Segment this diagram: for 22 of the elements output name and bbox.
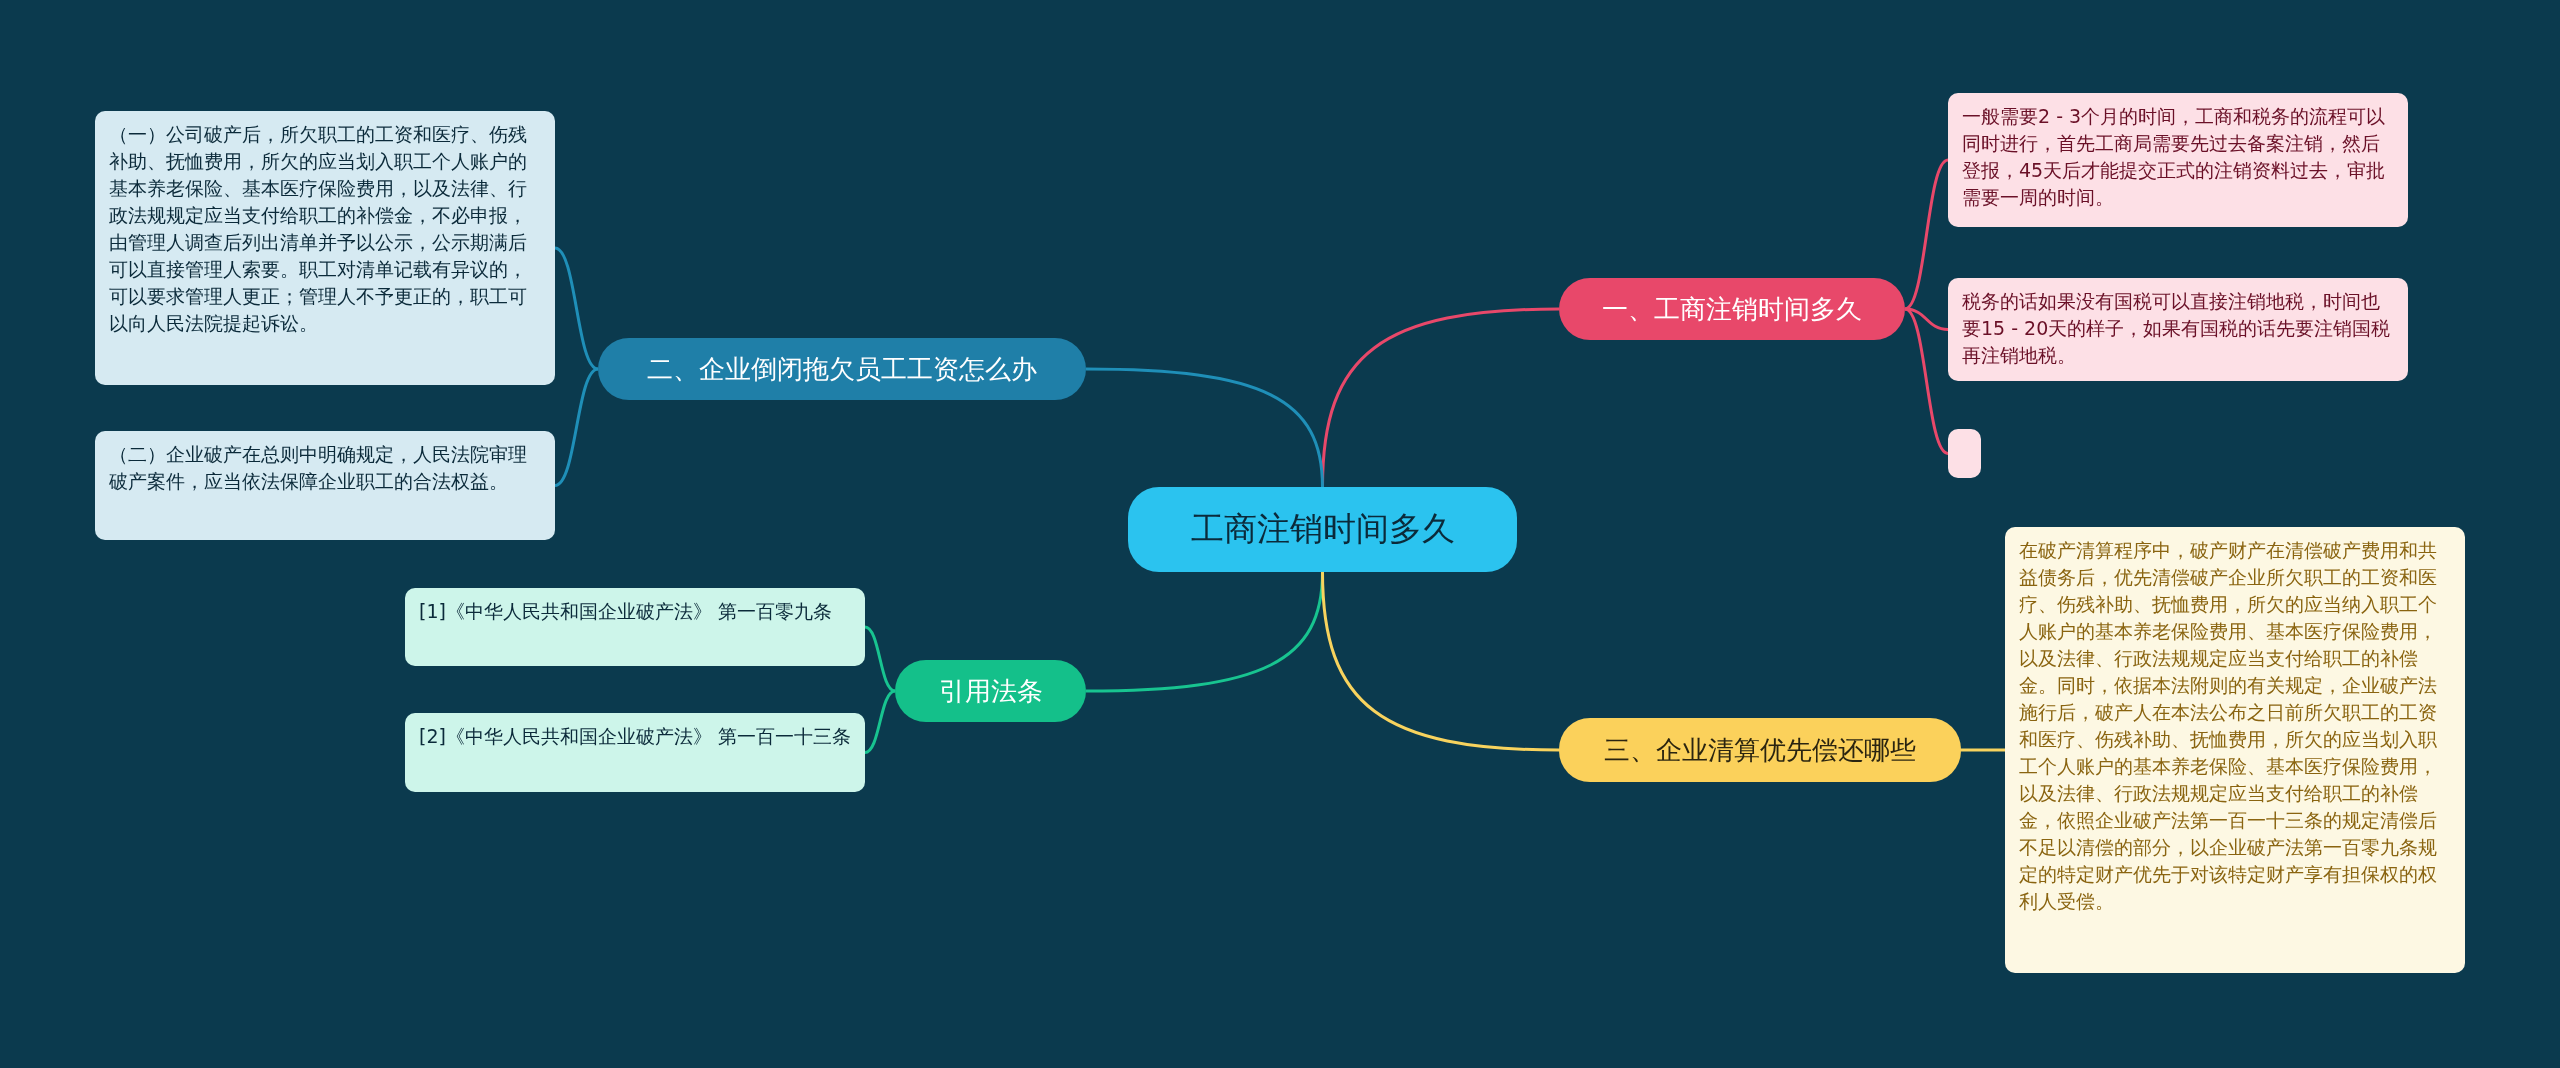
branch-topic: 一、工商注销时间多久 (1559, 278, 1905, 340)
note-card: （一）公司破产后，所欠职工的工资和医疗、伤残补助、抚恤费用，所欠的应当划入职工个人账户的基本养老保险、基本医疗保险费用，以及法律、行政法规规定应当支付给职工的补偿金，不必申报，由管理人调查后列出清单并予以公示，公示期满后可以直接管理人索要。职工对清单记载有异议的，可以要求管理人更正；管理人不予更正的，职工可以向人民法院提起诉讼。 (95, 111, 555, 385)
reference-card: [1]《中华人民共和国企业破产法》 第一百零九条 (405, 588, 865, 666)
connector (1085, 367, 1324, 488)
connector (864, 689, 896, 754)
connector (1321, 571, 1560, 752)
branch-topic: 引用法条 (895, 660, 1086, 722)
central-topic: 工商注销时间多久 (1128, 487, 1517, 572)
note-card: （二）企业破产在总则中明确规定，人民法院审理破产案件，应当依法保障企业职工的合法权益。 (95, 431, 555, 540)
note-card: 在破产清算程序中，破产财产在清偿破产费用和共益债务后，优先清偿破产企业所欠职工的工资和医疗、伤残补助、抚恤费用，所欠的应当纳入职工个人账户的基本养老保险费用、基本医疗保险费用，以及法律、行政法规规定应当支付给职工的补偿金。同时，依据本法附则的有关规定，企业破产法施行后，破产人在本法公布之日前所欠职工的工资和医疗、伤残补助、抚恤费用，所欠的应当划入职工个人账户的基本养老保险、基本医疗保险费用，以及法律、行政法规规定应当支付给职工的补偿金，依照企业破产法第一百一十三条的规定清偿后不足以清偿的部分，以企业破产法第一百零九条规定的特定财产优先于对该特定财产享有担保权的权利人受偿。 (2005, 527, 2465, 973)
reference-card: [2]《中华人民共和国企业破产法》 第一百一十三条 (405, 713, 865, 792)
note-card: 税务的话如果没有国税可以直接注销地税，时间也要15 - 20天的样子，如果有国税的话先要注销国税再注销地税。 (1948, 278, 2408, 381)
connector (1961, 748, 2005, 752)
connector (1904, 158, 1949, 311)
note-card: 一般需要2 - 3个月的时间，工商和税务的流程可以同时进行，首先工商局需要先过去备案注销，然后登报，45天后才能提交正式的注销资料过去，审批需要一周的时间。 (1948, 93, 2408, 227)
connector (554, 246, 599, 371)
connector (1904, 307, 1949, 455)
connector (864, 625, 896, 693)
connector (554, 367, 599, 487)
branch-topic: 二、企业倒闭拖欠员工工资怎么办 (598, 338, 1086, 400)
branch-topic: 三、企业清算优先偿还哪些 (1559, 718, 1961, 782)
empty-box (1948, 429, 1981, 478)
